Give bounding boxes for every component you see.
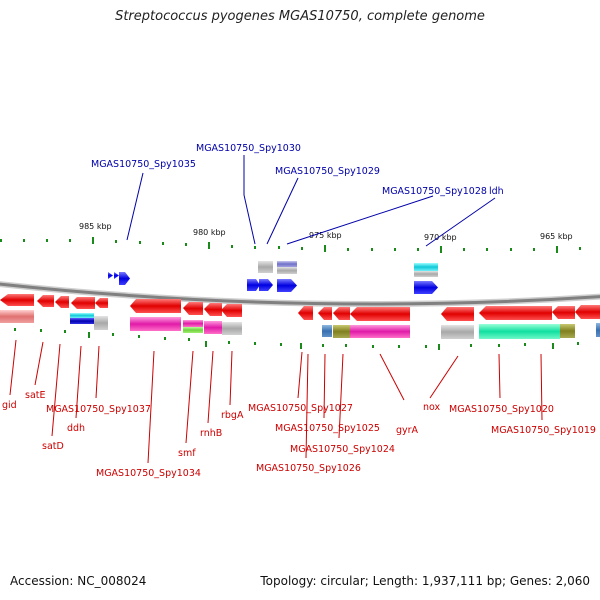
- gene-reverse: [552, 306, 575, 319]
- gene-label-nox: nox: [423, 402, 441, 413]
- gene-reverse: [37, 295, 54, 307]
- gene-reverse: [479, 306, 552, 320]
- gene-forward: [247, 279, 260, 291]
- gene-label-spy1029: MGAS10750_Spy1029: [275, 166, 380, 177]
- annotation-box: [70, 313, 94, 318]
- gene-label-spy1019: MGAS10750_Spy1019: [491, 425, 596, 436]
- annotation-box: [94, 316, 108, 330]
- gene-reverse: [441, 307, 474, 321]
- gene-label-spy1026: MGAS10750_Spy1026: [256, 463, 361, 474]
- gene-reverse: [183, 302, 203, 315]
- annotation-box: [277, 261, 297, 267]
- gene-reverse: [0, 294, 34, 306]
- gene-label-spy1020: MGAS10750_Spy1020: [449, 404, 554, 415]
- gene-reverse: [204, 303, 222, 316]
- tick-row-bottom: [14, 328, 579, 350]
- scale-label-980: 980 kbp: [193, 228, 226, 237]
- tick-row-top: [0, 237, 581, 253]
- annotation-box: [479, 324, 560, 339]
- reverse-strand-genes: [0, 294, 600, 321]
- gene-reverse: [350, 307, 410, 321]
- annotation-box: [204, 321, 222, 334]
- gene-label-rbga: rbgA: [221, 410, 244, 421]
- bottom-callout-lines: [9, 339, 543, 464]
- gene-reverse: [130, 299, 181, 313]
- gene-forward: [108, 272, 113, 279]
- gene-label-satd: satD: [42, 441, 64, 452]
- genome-backbone: [0, 282, 600, 306]
- annotation-box: [596, 323, 600, 337]
- gene-label-spy1024: MGAS10750_Spy1024: [290, 444, 395, 455]
- gene-forward: [414, 281, 438, 294]
- gene-label-spy1025: MGAS10750_Spy1025: [275, 423, 380, 434]
- annotation-box: [441, 325, 474, 339]
- top-callout-lines: [126, 155, 496, 247]
- gene-label-sate: satE: [25, 390, 46, 401]
- gene-label-spy1027: MGAS10750_Spy1027: [248, 403, 353, 414]
- gene-label-spy1034: MGAS10750_Spy1034: [96, 468, 201, 479]
- gene-label-spy1030: MGAS10750_Spy1030: [196, 143, 301, 154]
- gene-label-ldh: ldh: [489, 186, 504, 197]
- gene-label-gyra: gyrA: [396, 425, 419, 436]
- annotation-box: [414, 271, 438, 277]
- scale-label-975: 975 kbp: [309, 231, 342, 240]
- gene-reverse: [71, 297, 95, 309]
- gene-forward: [277, 279, 297, 292]
- annotation-box: [560, 324, 575, 338]
- annotation-box: [258, 261, 273, 273]
- gene-reverse: [575, 305, 600, 319]
- annotation-box: [183, 320, 203, 327]
- gene-reverse: [298, 306, 313, 320]
- scale-label-965: 965 kbp: [540, 232, 573, 241]
- gene-label-spy1035: MGAS10750_Spy1035: [91, 159, 196, 170]
- gene-reverse: [55, 296, 69, 308]
- scale-label-985: 985 kbp: [79, 222, 112, 231]
- annotation-box: [322, 325, 332, 337]
- annotation-box: [0, 310, 34, 323]
- annotation-box: [350, 325, 410, 338]
- gene-label-ddh: ddh: [67, 423, 85, 434]
- gene-forward: [119, 272, 130, 285]
- gene-reverse: [333, 307, 350, 320]
- forward-strand-genes: [108, 272, 438, 294]
- annotation-box: [414, 263, 438, 271]
- annotation-box: [70, 318, 94, 324]
- gene-reverse: [318, 307, 332, 320]
- gene-label-spy1028: MGAS10750_Spy1028: [382, 186, 487, 197]
- reverse-annotation-boxes: [0, 310, 600, 339]
- gene-reverse: [221, 304, 242, 317]
- annotation-box: [222, 322, 242, 335]
- gene-reverse: [95, 298, 108, 308]
- gene-label-gid: gid: [2, 400, 17, 411]
- gene-forward: [259, 279, 273, 291]
- gene-label-spy1037: MGAS10750_Spy1037: [46, 404, 151, 415]
- map-title: Streptococcus pyogenes MGAS10750, comple…: [115, 9, 485, 24]
- gene-label-smf: smf: [178, 448, 196, 459]
- scale-label-970: 970 kbp: [424, 233, 457, 242]
- annotation-box: [333, 325, 350, 338]
- annotation-box: [277, 267, 297, 274]
- gene-forward: [114, 272, 119, 279]
- gene-label-rnhb: rnhB: [200, 428, 222, 439]
- annotation-box: [130, 317, 181, 331]
- annotation-box: [183, 327, 203, 333]
- genome-summary-text: Topology: circular; Length: 1,937,111 bp…: [260, 574, 590, 588]
- accession-text: Accession: NC_008024: [10, 574, 147, 588]
- forward-annotation-boxes: [258, 261, 438, 277]
